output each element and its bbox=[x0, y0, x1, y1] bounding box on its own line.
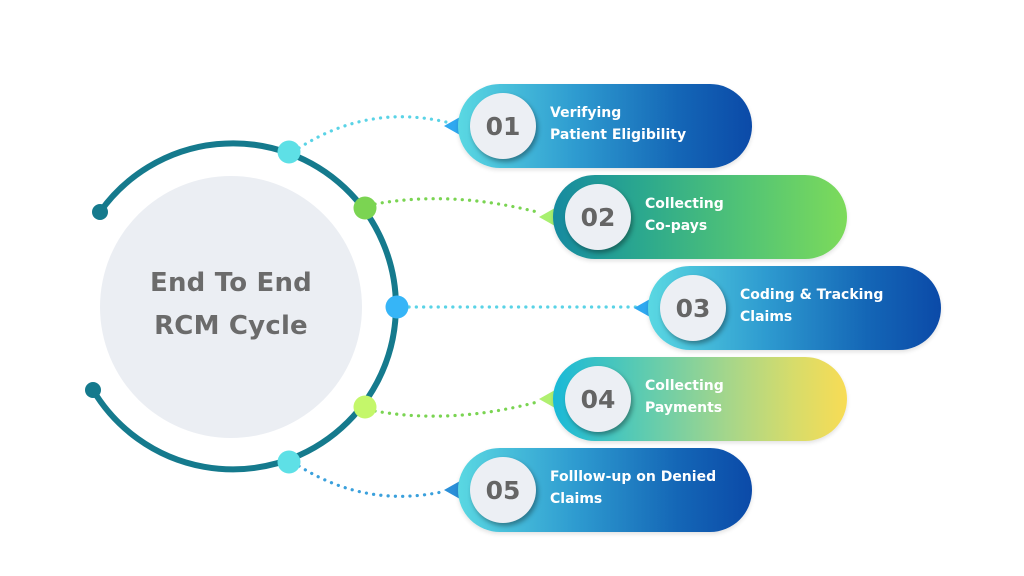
step-number-badge: 05 bbox=[470, 457, 536, 523]
connector-line-5 bbox=[297, 464, 448, 498]
step-label-line-1: Verifying bbox=[550, 105, 622, 121]
ring-end-cap bbox=[85, 382, 101, 398]
cycle-node-5 bbox=[277, 450, 301, 474]
step-label-line-2: Payments bbox=[645, 400, 723, 416]
connector-line-2 bbox=[373, 197, 543, 215]
cycle-node-1 bbox=[277, 140, 301, 164]
step-label-line-1: Collecting bbox=[645, 196, 724, 212]
step-label-line-2: Patient Eligibility bbox=[550, 127, 687, 143]
step-card-followup-denied-claims: 05 Folllow-up on Denied Claims bbox=[458, 448, 752, 532]
cycle-node-4 bbox=[353, 395, 377, 419]
step-label-line-1: Coding & Tracking bbox=[740, 287, 884, 303]
step-label: Coding & Tracking Claims bbox=[740, 284, 883, 328]
center-circle bbox=[100, 176, 362, 438]
step-card-collecting-payments: 04 Collecting Payments bbox=[553, 357, 847, 441]
title-line-2: RCM Cycle bbox=[154, 311, 308, 341]
step-label: Collecting Payments bbox=[645, 375, 724, 419]
step-1-pointer bbox=[444, 117, 460, 135]
step-number-badge: 04 bbox=[565, 366, 631, 432]
step-number-badge: 02 bbox=[565, 184, 631, 250]
step-label-line-1: Folllow-up on Denied bbox=[550, 469, 717, 485]
step-card-collecting-copays: 02 Collecting Co-pays bbox=[553, 175, 847, 259]
step-number-badge: 03 bbox=[660, 275, 726, 341]
cycle-node-3 bbox=[385, 295, 409, 319]
step-label-line-2: Claims bbox=[740, 309, 793, 325]
step-3-pointer bbox=[634, 299, 650, 317]
step-label: Folllow-up on Denied Claims bbox=[550, 466, 716, 510]
step-5-pointer bbox=[444, 481, 460, 499]
diagram-title: End To End RCM Cycle bbox=[100, 262, 362, 348]
step-label-line-1: Collecting bbox=[645, 378, 724, 394]
connector-line-4 bbox=[373, 399, 543, 418]
step-label-line-2: Claims bbox=[550, 491, 603, 507]
step-label: Verifying Patient Eligibility bbox=[550, 102, 686, 146]
step-card-coding-tracking-claims: 03 Coding & Tracking Claims bbox=[648, 266, 941, 350]
connector-line-1 bbox=[297, 115, 448, 150]
step-number-badge: 01 bbox=[470, 93, 536, 159]
step-card-verifying-eligibility: 01 Verifying Patient Eligibility bbox=[458, 84, 752, 168]
ring-start-cap bbox=[92, 204, 108, 220]
step-4-pointer bbox=[539, 390, 555, 408]
step-label-line-2: Co-pays bbox=[645, 218, 708, 234]
title-line-1: End To End bbox=[149, 268, 312, 298]
step-label: Collecting Co-pays bbox=[645, 193, 724, 237]
step-2-pointer bbox=[539, 208, 555, 226]
cycle-node-2 bbox=[353, 196, 377, 220]
